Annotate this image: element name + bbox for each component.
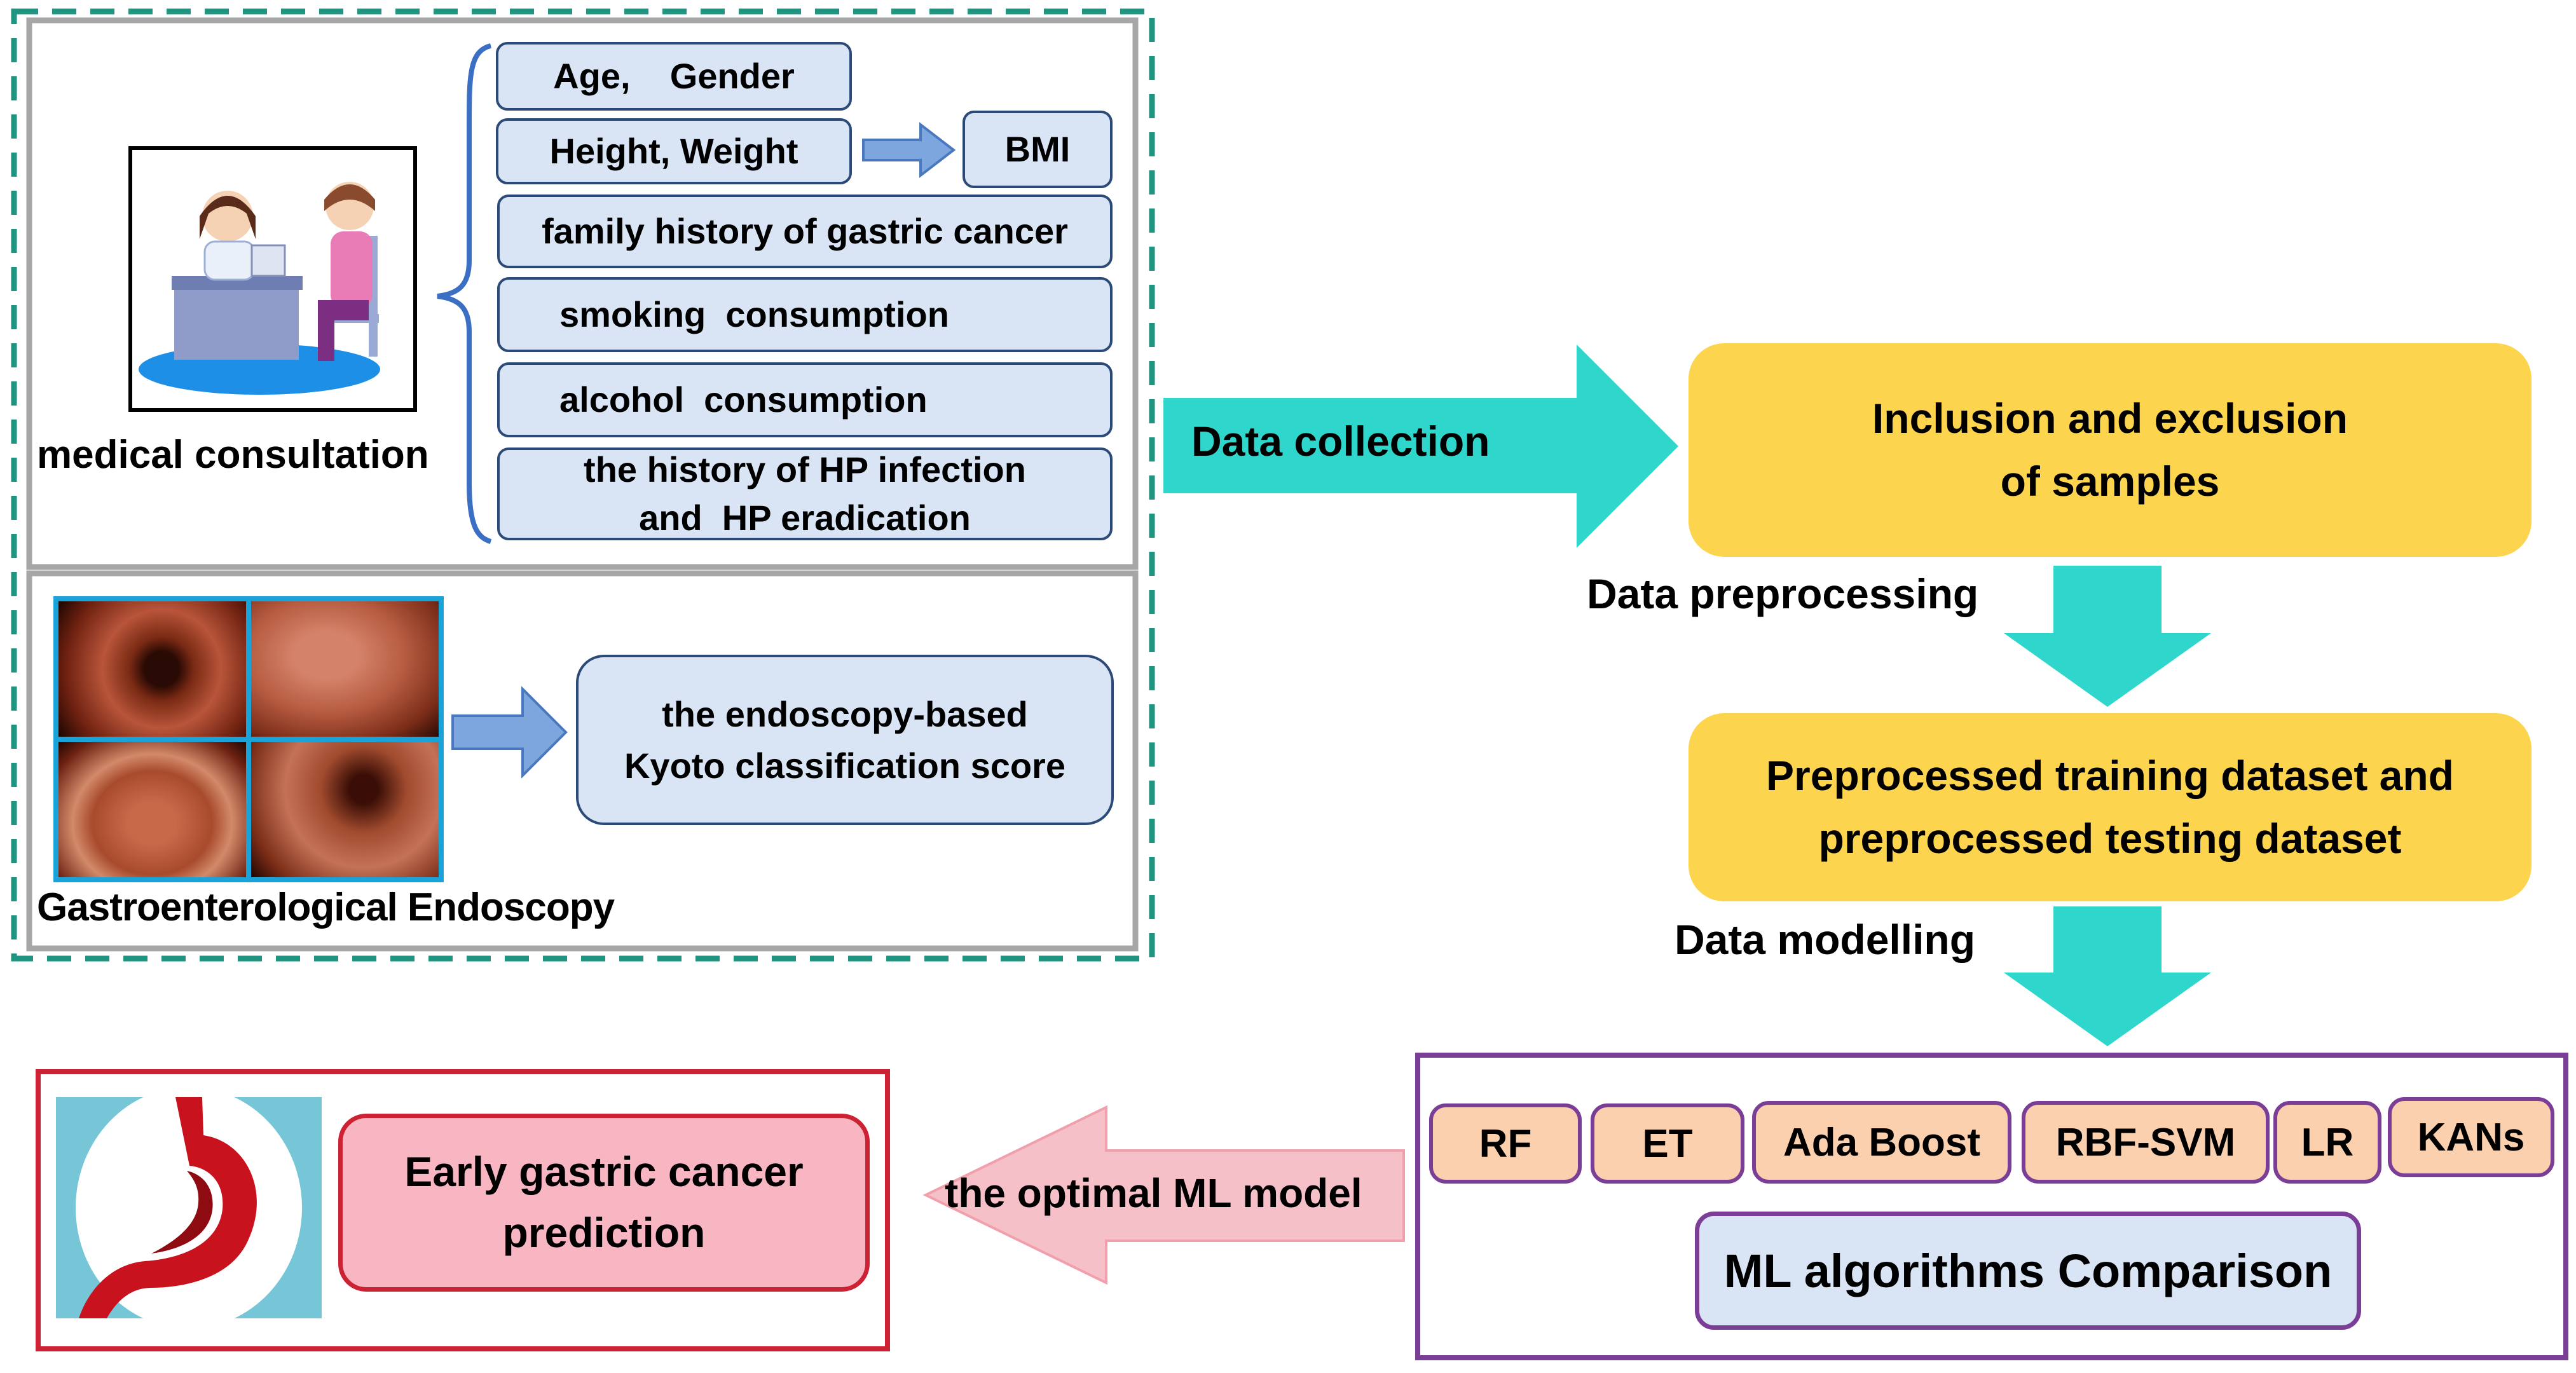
- prediction-line1: Early gastric cancer: [404, 1148, 804, 1196]
- preprocessed-line2: preprocessed testing dataset: [1818, 815, 2402, 862]
- endoscopy-image-grid: [53, 596, 444, 882]
- optimal-model-left-arrow-icon: [922, 1105, 1405, 1285]
- medical-consultation-label: medical consultation: [37, 433, 429, 477]
- data-preprocessing-label: Data preprocessing: [1587, 570, 1979, 617]
- preprocessed-dataset-box: Preprocessed training dataset and prepro…: [1689, 713, 2531, 901]
- kyoto-line1: the endoscopy-based: [662, 693, 1028, 734]
- data-collection-arrow-icon: [1163, 345, 1678, 548]
- feature-hp-line1: the history of HP infection: [584, 449, 1026, 490]
- feature-alcohol: alcohol consumption: [497, 362, 1113, 437]
- preprocessed-line1: Preprocessed training dataset and: [1765, 752, 2454, 799]
- feature-hp-history: the history of HP infection and HP eradi…: [497, 447, 1113, 540]
- optimal-model-label: the optimal ML model: [945, 1170, 1362, 1216]
- algorithm-lr: LR: [2273, 1101, 2381, 1184]
- endoscopy-image-2: [251, 601, 439, 737]
- laptop-icon: [250, 244, 286, 277]
- endoscopy-image-4: [251, 742, 439, 877]
- feature-hp-line2: and HP eradication: [639, 498, 971, 538]
- algorithm-ada-boost: Ada Boost: [1752, 1101, 2011, 1184]
- prediction-line2: prediction: [502, 1209, 706, 1256]
- endoscopy-image-1: [58, 601, 246, 737]
- feature-smoking: smoking consumption: [497, 277, 1113, 352]
- inclusion-line1: Inclusion and exclusion: [1872, 395, 2348, 442]
- algorithm-kans: KANs: [2388, 1097, 2554, 1177]
- preprocessing-down-arrow-icon: [2004, 566, 2211, 707]
- algorithm-et: ET: [1591, 1103, 1744, 1184]
- consultation-illustration: [128, 146, 417, 412]
- feature-age-gender: Age, Gender: [496, 42, 852, 111]
- feature-bmi: BMI: [963, 111, 1113, 188]
- desk-icon: [172, 276, 303, 290]
- kyoto-line2: Kyoto classification score: [624, 746, 1065, 786]
- stomach-icon: [79, 1097, 257, 1318]
- algorithm-rf: RF: [1429, 1103, 1582, 1184]
- arrow-to-bmi-icon: [862, 121, 956, 179]
- endoscopy-image-3: [58, 742, 246, 877]
- feature-family-history: family history of gastric cancer: [497, 195, 1113, 268]
- data-collection-label: Data collection: [1191, 418, 1490, 465]
- inclusion-line2: of samples: [2000, 458, 2220, 505]
- early-gastric-cancer-prediction-box: Early gastric cancer prediction: [338, 1114, 870, 1292]
- data-modelling-label: Data modelling: [1675, 916, 1976, 963]
- feature-height-weight: Height, Weight: [496, 118, 852, 184]
- inclusion-exclusion-box: Inclusion and exclusion of samples: [1689, 343, 2531, 557]
- algorithm-rbf-svm: RBF-SVM: [2022, 1101, 2270, 1184]
- modelling-down-arrow-icon: [2004, 906, 2211, 1046]
- stomach-illustration: [56, 1097, 322, 1318]
- ml-comparison-box: ML algorithms Comparison: [1695, 1212, 2361, 1330]
- data-collection-dashed-border: [11, 8, 1155, 962]
- arrow-to-kyoto-icon: [451, 686, 568, 779]
- feature-brace: [437, 43, 492, 544]
- kyoto-score-box: the endoscopy-based Kyoto classification…: [576, 655, 1114, 825]
- endoscopy-label: Gastroenterological Endoscopy: [37, 885, 615, 929]
